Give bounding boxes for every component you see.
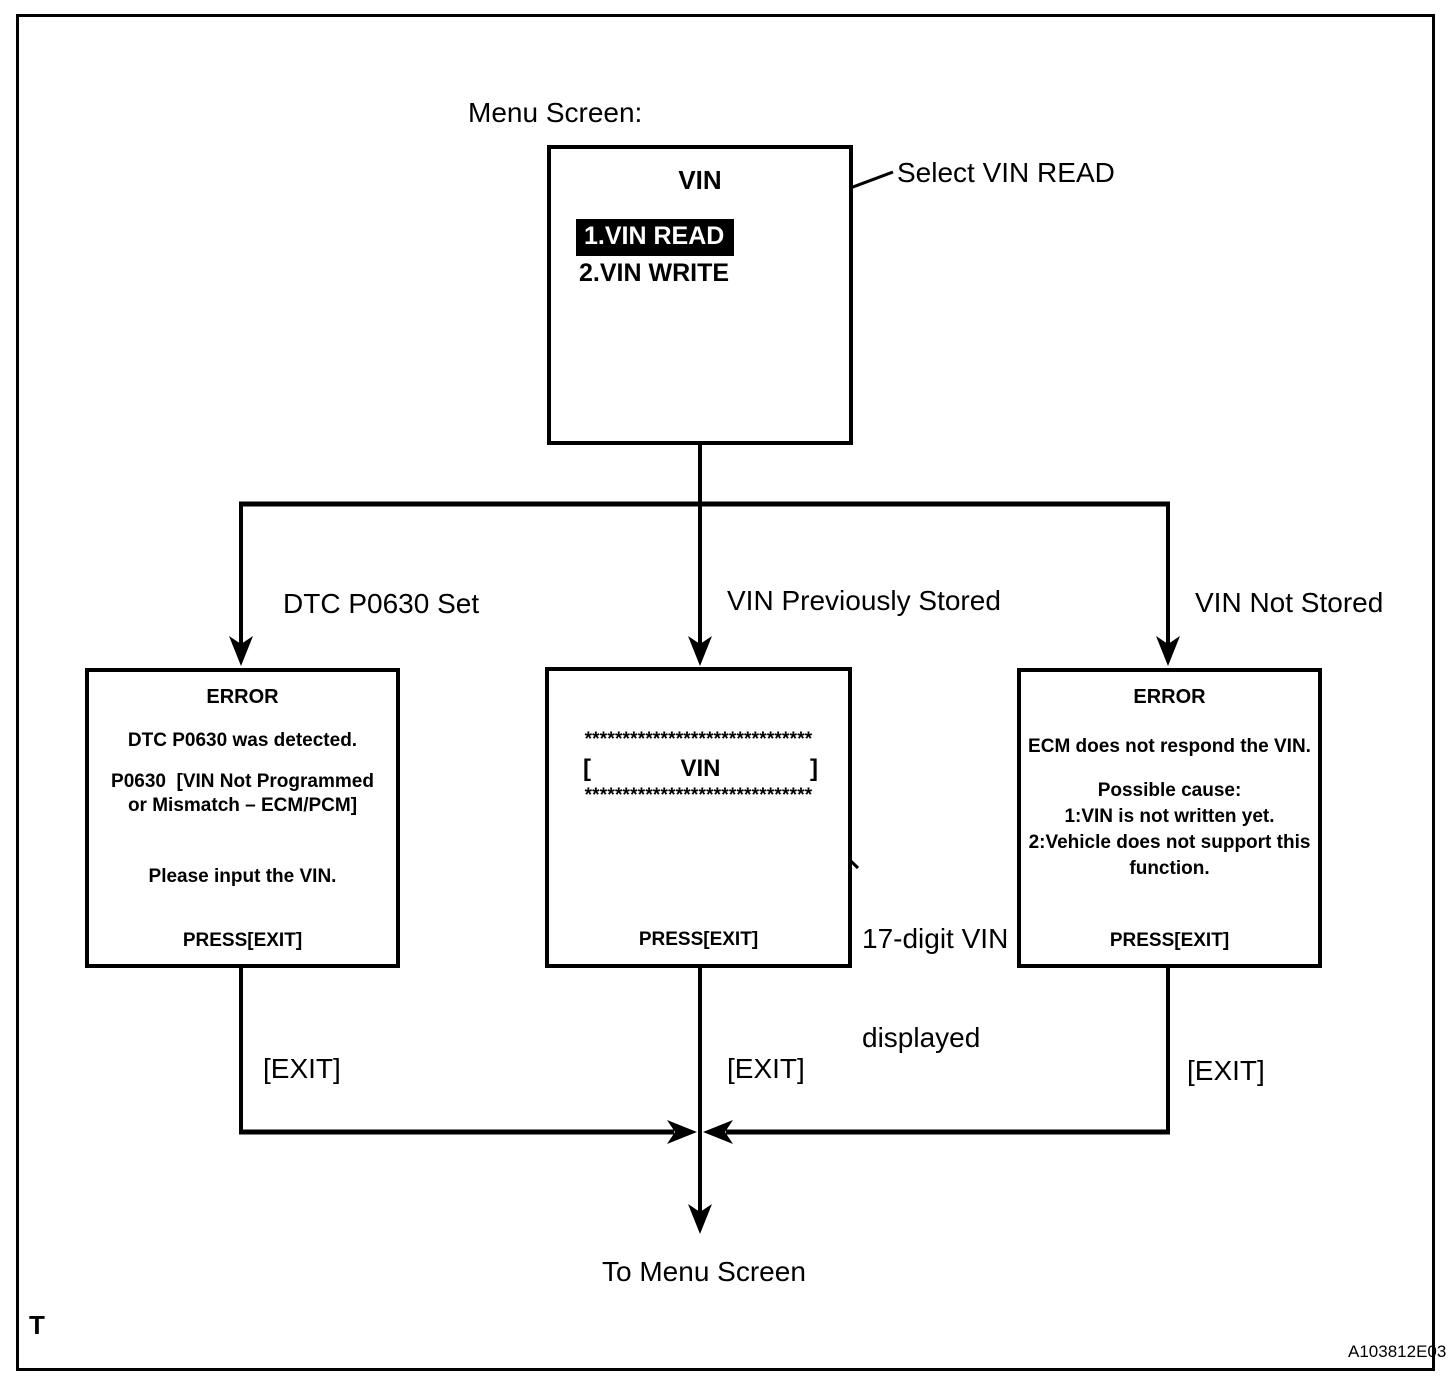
exit-label-middle: [EXIT] — [727, 1053, 805, 1084]
error-line: 2:Vehicle does not support this — [1028, 832, 1311, 853]
error-line: function. — [1129, 858, 1210, 879]
error-line: DTC P0630 was detected. — [127, 730, 358, 751]
vin-annotation-line2: displayed — [862, 1022, 981, 1053]
error-line: 1:VIN is not written yet. — [1064, 806, 1275, 827]
press-exit-label: PRESS[EXIT] — [638, 929, 759, 950]
error-line: P0630 [VIN Not Programmed — [111, 771, 374, 792]
press-exit-label: PRESS[EXIT] — [1109, 930, 1230, 951]
error-title: ERROR — [1133, 686, 1206, 708]
figure-border — [16, 14, 1435, 1371]
menu-item-vin-write: 2.VIN WRITE — [579, 259, 730, 287]
error-screen-ecm: ERROR ECM does not respond the VIN. Poss… — [1017, 668, 1322, 968]
branch-label-dtc-set: DTC P0630 Set — [283, 588, 480, 619]
exit-label-left: [EXIT] — [263, 1053, 341, 1084]
error-title: ERROR — [206, 686, 279, 708]
vin-annotation: 17-digit VIN displayed — [862, 856, 1008, 1120]
vin-bracket-row: [ VIN ] — [583, 755, 818, 783]
error-line: Possible cause: — [1097, 780, 1242, 801]
figure-id: A103812E03 — [1348, 1342, 1447, 1361]
bracket-close: ] — [809, 755, 818, 782]
error-line: ECM does not respond the VIN. — [1028, 736, 1311, 757]
exit-label-right: [EXIT] — [1187, 1055, 1265, 1086]
menu-item-vin-read: 1.VIN READ — [576, 219, 735, 256]
menu-screen-box: VIN 1.VIN READ 2.VIN WRITE — [547, 145, 853, 445]
error-line: or Mismatch – ECM/PCM] — [127, 795, 358, 816]
bracket-open: [ — [583, 755, 591, 782]
vin-label: VIN — [680, 755, 721, 782]
stars-row: ****************************** — [584, 785, 813, 806]
menu-title: VIN — [678, 165, 722, 195]
branch-label-vin-stored: VIN Previously Stored — [727, 585, 1001, 616]
page-marker: T — [29, 1310, 45, 1340]
stars-row: ****************************** — [584, 729, 813, 750]
error-screen-dtc: ERROR DTC P0630 was detected. P0630 [VIN… — [85, 668, 400, 968]
branch-label-vin-not-stored: VIN Not Stored — [1195, 587, 1384, 618]
error-line: Please input the VIN. — [148, 866, 337, 887]
vin-annotation-line1: 17-digit VIN — [862, 923, 1009, 954]
menu-screen-label: Menu Screen: — [468, 97, 643, 128]
vin-display-screen: ****************************** [ VIN ] *… — [545, 667, 852, 968]
select-vin-read-label: Select VIN READ — [897, 157, 1115, 188]
to-menu-screen-label: To Menu Screen — [602, 1256, 806, 1287]
press-exit-label: PRESS[EXIT] — [182, 930, 303, 951]
